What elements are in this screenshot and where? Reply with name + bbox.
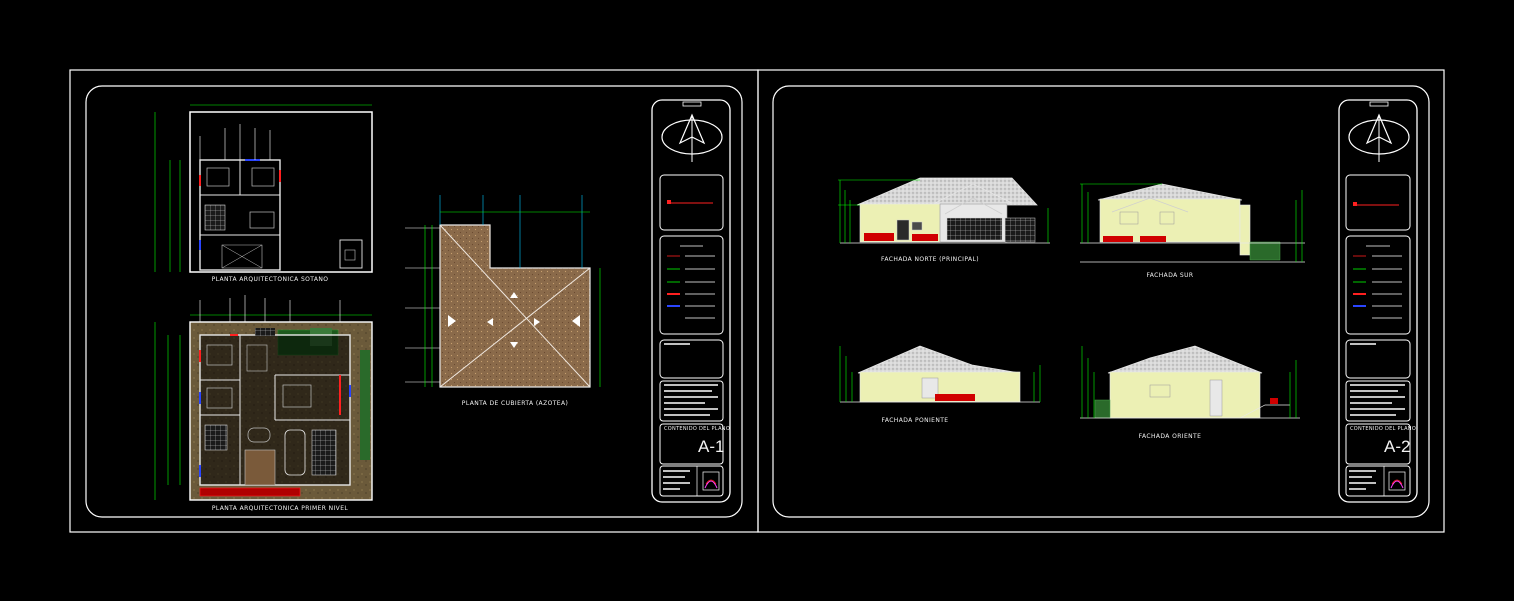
sheet-number-1: A-1 [698, 437, 725, 456]
basement-plan [154, 104, 373, 273]
north-facade [838, 177, 1050, 244]
first-floor-plan [154, 295, 373, 501]
company-logo-icon [1388, 471, 1406, 491]
north-arrow-icon [661, 113, 723, 162]
roof-plan [405, 195, 601, 388]
sheet-frames [69, 69, 1445, 533]
north-arrow-icon [1348, 113, 1410, 162]
titleblock-1 [651, 99, 731, 503]
east-facade [1080, 345, 1300, 419]
first-floor-plan-label: PLANTA ARQUITECTONICA PRIMER NIVEL [211, 505, 349, 512]
east-facade-label: FACHADA ORIENTE [1138, 433, 1202, 440]
sheet-number-2: A-2 [1384, 437, 1411, 456]
titleblock-1-content-label: CONTENIDO DEL PLANO [664, 426, 731, 432]
west-facade-label: FACHADA PONIENTE [881, 417, 949, 424]
west-facade [839, 345, 1041, 403]
south-facade-label: FACHADA SUR [1146, 272, 1194, 279]
south-facade [1080, 183, 1305, 263]
company-logo-icon [702, 471, 720, 491]
titleblock-2-content-label: CONTENIDO DEL PLANO [1350, 426, 1417, 432]
basement-plan-label: PLANTA ARQUITECTONICA SOTANO [211, 276, 329, 283]
titleblock-2 [1338, 99, 1418, 503]
north-facade-label: FACHADA NORTE (PRINCIPAL) [881, 256, 979, 263]
roof-plan-label: PLANTA DE CUBIERTA (AZOTEA) [461, 400, 569, 407]
